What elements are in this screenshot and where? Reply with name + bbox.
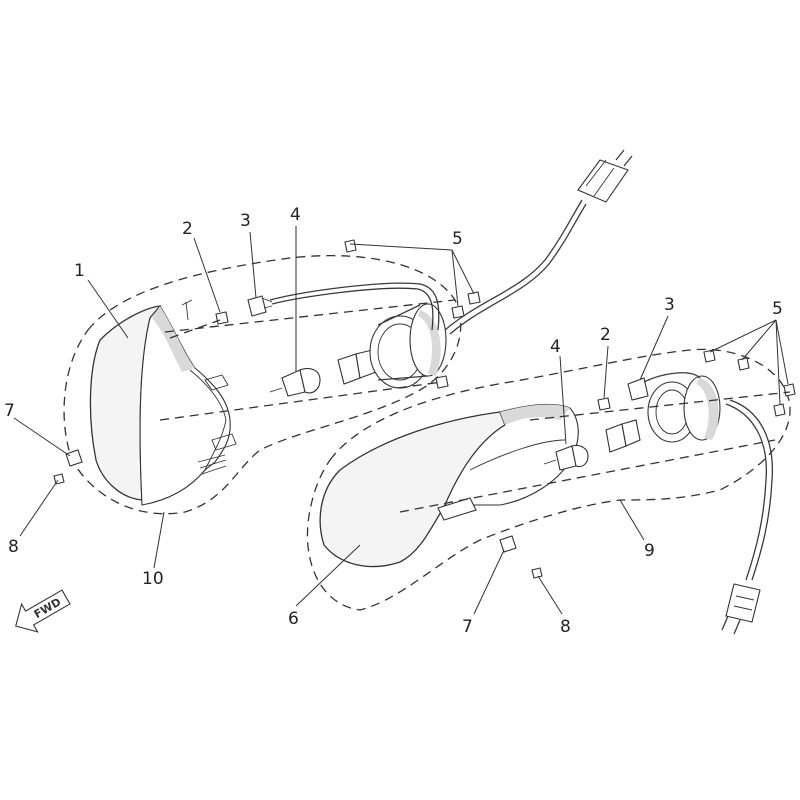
callout-right-4: 4 xyxy=(550,337,561,357)
left-nut-group xyxy=(344,239,481,389)
right-clip xyxy=(597,397,611,411)
leader-lines xyxy=(13,226,789,615)
right-cable xyxy=(729,399,774,581)
callout-right-5: 5 xyxy=(772,299,783,319)
left-assembly-boundary xyxy=(63,255,462,515)
right-headlamp-lens xyxy=(319,411,506,568)
callout-left-1: 1 xyxy=(74,261,85,281)
callout-labels-left: 1 2 3 4 5 7 8 10 xyxy=(4,205,463,589)
callout-left-2: 2 xyxy=(182,219,193,239)
callout-right-7: 7 xyxy=(462,617,473,637)
right-side-reflector xyxy=(437,497,477,521)
left-headlamp-housing xyxy=(139,305,231,506)
right-dust-cover xyxy=(647,375,721,443)
callout-right-9: 9 xyxy=(644,541,655,561)
left-dust-cover xyxy=(369,303,447,389)
left-headlight-assembly xyxy=(53,149,633,515)
right-bulb-socket xyxy=(605,419,641,453)
forward-direction-arrow: FWD xyxy=(15,589,71,633)
callout-left-8: 8 xyxy=(8,537,19,557)
left-cable xyxy=(444,199,583,331)
right-bulb xyxy=(543,444,589,471)
left-plug-connector xyxy=(577,149,633,203)
callout-right-3: 3 xyxy=(664,295,675,315)
callout-left-7: 7 xyxy=(4,401,15,421)
callout-right-6: 6 xyxy=(288,609,299,629)
right-socket-connector xyxy=(627,377,649,401)
left-clip-7 xyxy=(65,449,83,467)
left-bulb xyxy=(269,367,321,397)
forward-arrow-icon xyxy=(15,589,71,633)
callout-labels-right: 2 3 4 5 6 7 8 9 xyxy=(288,295,783,637)
right-screw-8 xyxy=(531,567,543,579)
callout-right-2: 2 xyxy=(600,325,611,345)
callout-left-10: 10 xyxy=(142,569,164,589)
callout-left-5: 5 xyxy=(452,229,463,249)
right-headlight-assembly xyxy=(306,348,796,635)
left-screw-8 xyxy=(53,473,65,485)
callout-left-4: 4 xyxy=(290,205,301,225)
right-assembly-boundary xyxy=(306,348,791,611)
callout-right-8: 8 xyxy=(560,617,571,637)
left-wire-harness xyxy=(269,282,440,331)
right-plug-connector xyxy=(721,583,761,635)
left-socket-connector xyxy=(247,295,267,317)
callout-left-3: 3 xyxy=(240,211,251,231)
right-clip-7 xyxy=(499,535,517,553)
left-clip xyxy=(215,311,229,325)
